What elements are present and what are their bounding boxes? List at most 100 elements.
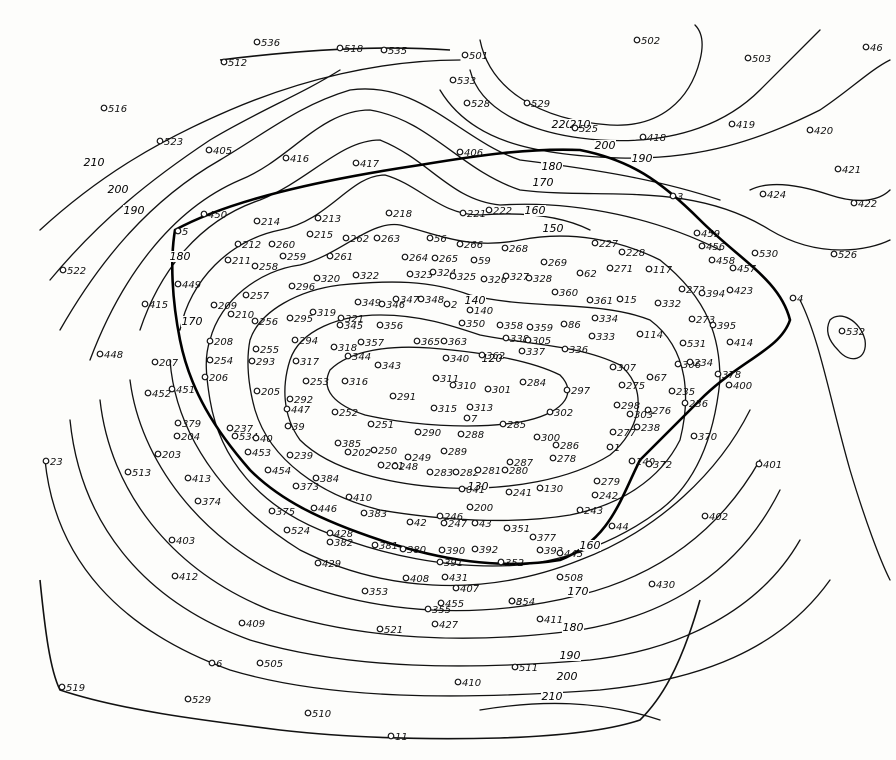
well-62: 62 — [576, 269, 597, 280]
well-label: 321 — [345, 314, 364, 325]
well-marker — [608, 522, 616, 530]
well-510: 510 — [304, 709, 331, 720]
contour-label-200-nw: 200 — [108, 183, 129, 196]
well-label: 295 — [294, 314, 313, 325]
contour-line-180-n — [89, 109, 891, 361]
well-label: 356 — [384, 321, 403, 332]
well-222: 222 — [485, 206, 512, 217]
well-label: 350 — [466, 319, 485, 330]
well-label: 334 — [599, 314, 618, 325]
well-242: 242 — [591, 491, 618, 502]
well-207: 207 — [151, 358, 179, 369]
contour-label-170-ne-bg — [532, 177, 554, 188]
well-marker — [681, 399, 689, 407]
well-marker — [352, 271, 360, 279]
well-325: 325 — [449, 272, 476, 283]
well-marker — [452, 584, 460, 592]
well-294: 294 — [291, 336, 318, 347]
well-label: 348 — [425, 295, 444, 306]
well-label: 4 — [797, 294, 803, 305]
well-label: 275 — [626, 381, 645, 392]
well-label: 313 — [474, 403, 493, 414]
well-label: 222 — [493, 206, 512, 217]
contour-label-140-bg — [464, 295, 486, 306]
well-label: 206 — [209, 373, 228, 384]
well-marker — [626, 410, 634, 418]
well-marker — [609, 428, 617, 436]
well-332: 332 — [654, 299, 681, 310]
contour-line-190-s — [69, 419, 801, 667]
well-marker — [402, 574, 410, 582]
well-label: 259 — [287, 252, 306, 263]
well-marker — [549, 454, 557, 462]
well-marker — [440, 447, 448, 455]
well-label: 374 — [202, 497, 221, 508]
well-marker — [326, 529, 334, 537]
well-marker — [618, 248, 626, 256]
well-marker — [310, 504, 318, 512]
well-511: 511 — [511, 663, 538, 674]
well-label: 46 — [870, 43, 883, 54]
well-label: 445 — [564, 549, 583, 560]
contour-line-130-inner — [284, 314, 639, 489]
well-marker — [485, 206, 493, 214]
well-marker — [171, 572, 179, 580]
well-label: 5 — [182, 227, 188, 238]
well-405: 405 — [205, 146, 232, 157]
well-label: 6 — [216, 659, 222, 670]
well-label: 343 — [382, 361, 401, 372]
well-marker — [413, 337, 421, 345]
well-label: 302 — [554, 408, 573, 419]
well-label: 202 — [352, 448, 371, 459]
contour-label-170-w: 170 — [182, 315, 203, 328]
well-marker — [253, 387, 261, 395]
well-marker — [100, 104, 108, 112]
well-273: 273 — [688, 315, 715, 326]
well-label: 205 — [261, 387, 280, 398]
well-marker — [441, 573, 449, 581]
well-marker — [690, 432, 698, 440]
well-marker — [838, 327, 846, 335]
well-marker — [210, 301, 218, 309]
contour-label-190-nw: 190 — [124, 204, 145, 217]
well-marker — [156, 137, 164, 145]
well-43: 43 — [471, 519, 492, 530]
contour-label-160-bg — [579, 540, 601, 551]
well-label: 322 — [360, 271, 379, 282]
well-418: 418 — [639, 133, 666, 144]
well-449: 449 — [174, 280, 201, 291]
well-label: 247 — [448, 519, 468, 530]
well-marker — [431, 620, 439, 628]
well-285: 285 — [499, 420, 526, 431]
well-marker — [248, 357, 256, 365]
well-marker — [646, 373, 654, 381]
well-label: 360 — [559, 288, 578, 299]
well-marker — [536, 546, 544, 554]
well-334: 334 — [591, 314, 618, 325]
well-205: 205 — [253, 387, 280, 398]
well-label: 262 — [350, 234, 369, 245]
well-label: 273 — [696, 315, 715, 326]
well-86: 86 — [560, 320, 581, 331]
well-marker — [511, 663, 519, 671]
well-414: 414 — [726, 338, 753, 349]
well-marker — [286, 451, 294, 459]
well-marker — [729, 264, 737, 272]
well-marker — [457, 430, 465, 438]
well-label: 292 — [294, 395, 313, 406]
well-marker — [436, 558, 444, 566]
well-marker — [533, 433, 541, 441]
well-marker — [529, 533, 537, 541]
well-marker — [174, 419, 182, 427]
well-label: 285 — [507, 420, 526, 431]
well-label: 395 — [717, 321, 736, 332]
well-246: 246 — [436, 512, 463, 523]
well-marker — [282, 154, 290, 162]
well-378: 378 — [714, 370, 741, 381]
well-marker — [238, 619, 246, 627]
well-marker — [442, 354, 450, 362]
well-278: 278 — [549, 454, 576, 465]
well-254: 254 — [206, 356, 233, 367]
well-marker — [341, 377, 349, 385]
well-516: 516 — [100, 104, 127, 115]
